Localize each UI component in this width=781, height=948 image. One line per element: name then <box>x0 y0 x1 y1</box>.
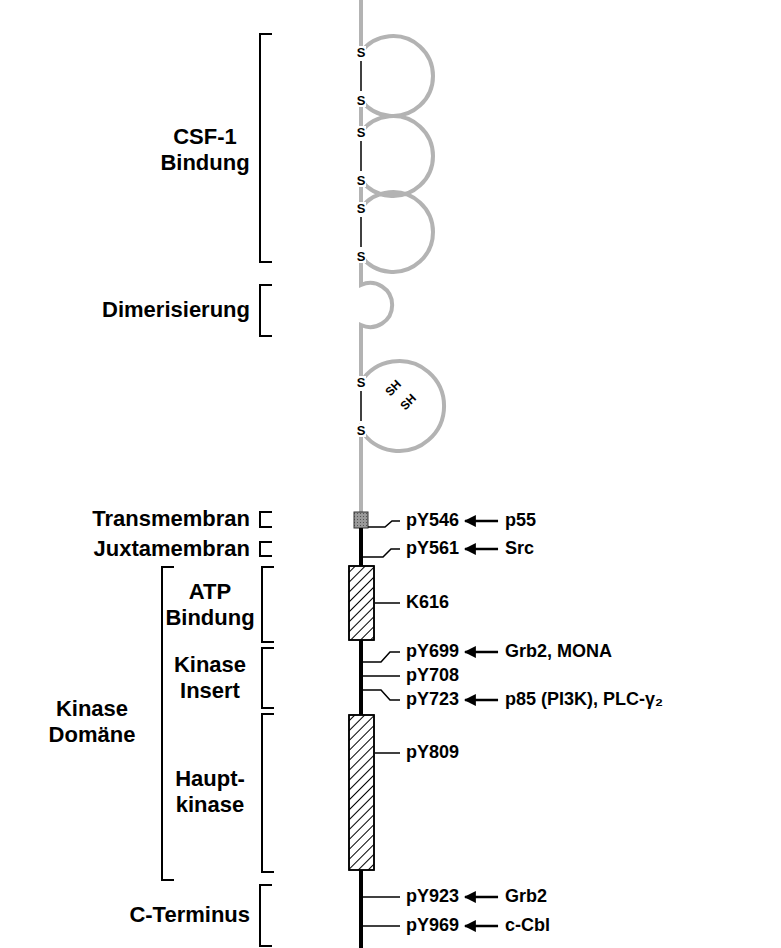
residue-tick <box>375 752 400 754</box>
transmembrane-box <box>354 512 368 528</box>
residue-label: K616 <box>406 592 449 614</box>
bracket <box>260 34 272 262</box>
residue-tick <box>363 896 400 898</box>
disulfide-label: S <box>356 174 367 187</box>
domain-label: Haupt- kinase <box>168 766 253 819</box>
binding-partner-label: c-Cbl <box>505 915 550 937</box>
disulfide-bar <box>360 141 362 171</box>
bracket <box>260 885 272 946</box>
bracket <box>262 567 274 642</box>
extracellular-chain <box>361 0 444 512</box>
residue-label: pY561 <box>406 538 459 560</box>
binding-partner-label: p55 <box>505 510 536 532</box>
residue-label: pY923 <box>406 886 459 908</box>
residue-tick <box>363 675 400 677</box>
disulfide-bar <box>360 391 362 421</box>
bracket <box>262 648 274 708</box>
domain-label: Juxtamembran <box>93 536 250 562</box>
disulfide-label: S <box>356 94 367 107</box>
bracket <box>262 714 274 872</box>
binding-arrow <box>465 925 498 928</box>
disulfide-label: S <box>356 126 367 139</box>
disulfide-bar <box>360 217 362 247</box>
residue-label: pY809 <box>406 742 459 764</box>
binding-arrow <box>465 548 498 551</box>
domain-label: CSF-1 Bindung <box>155 124 255 177</box>
kinase-lobe-hatch <box>349 715 374 870</box>
binding-arrow <box>465 699 498 702</box>
disulfide-label: S <box>356 202 367 215</box>
binding-arrow <box>465 896 498 899</box>
binding-arrow <box>465 651 498 654</box>
residue-label: pY546 <box>406 510 459 532</box>
disulfide-label: S <box>356 424 367 437</box>
bracket <box>260 285 272 336</box>
domain-label: Kinase Domäne <box>42 696 142 749</box>
domain-label: Kinase Insert <box>165 652 255 705</box>
residue-label: pY969 <box>406 915 459 937</box>
binding-arrow <box>465 520 498 523</box>
kinase-lobe-hatch <box>349 566 374 640</box>
binding-partner-label: Grb2, MONA <box>505 641 612 663</box>
residue-ticks <box>363 521 400 926</box>
residue-label: pY723 <box>406 689 459 711</box>
disulfide-label: S <box>356 250 367 263</box>
domain-label: Transmembran <box>92 506 250 532</box>
residue-tick <box>368 521 400 527</box>
disulfide-label: S <box>356 46 367 59</box>
disulfide-bar <box>360 61 362 91</box>
domain-label: C-Terminus <box>129 902 250 928</box>
kinase-lobe <box>349 715 374 870</box>
residue-label: pY708 <box>406 665 459 687</box>
bracket <box>260 542 272 556</box>
residue-tick <box>363 652 400 662</box>
kinase-lobe <box>349 566 374 640</box>
binding-partner-label: Src <box>505 538 534 560</box>
binding-partner-label: Grb2 <box>505 886 547 908</box>
thiol-label: SH <box>382 377 404 399</box>
residue-tick <box>363 549 400 557</box>
residue-tick <box>375 602 400 604</box>
binding-partner-label: p85 (PI3K), PLC-γ₂ <box>505 689 663 711</box>
disulfide-bonds <box>360 61 362 421</box>
disulfide-label: S <box>356 376 367 389</box>
bracket <box>260 512 272 527</box>
domain-label: Dimerisierung <box>102 297 250 323</box>
residue-tick <box>363 690 400 700</box>
thiol-label: SH <box>397 391 419 413</box>
residue-tick <box>363 925 400 927</box>
residue-label: pY699 <box>406 641 459 663</box>
domain-label: ATP Bindung <box>160 579 260 632</box>
